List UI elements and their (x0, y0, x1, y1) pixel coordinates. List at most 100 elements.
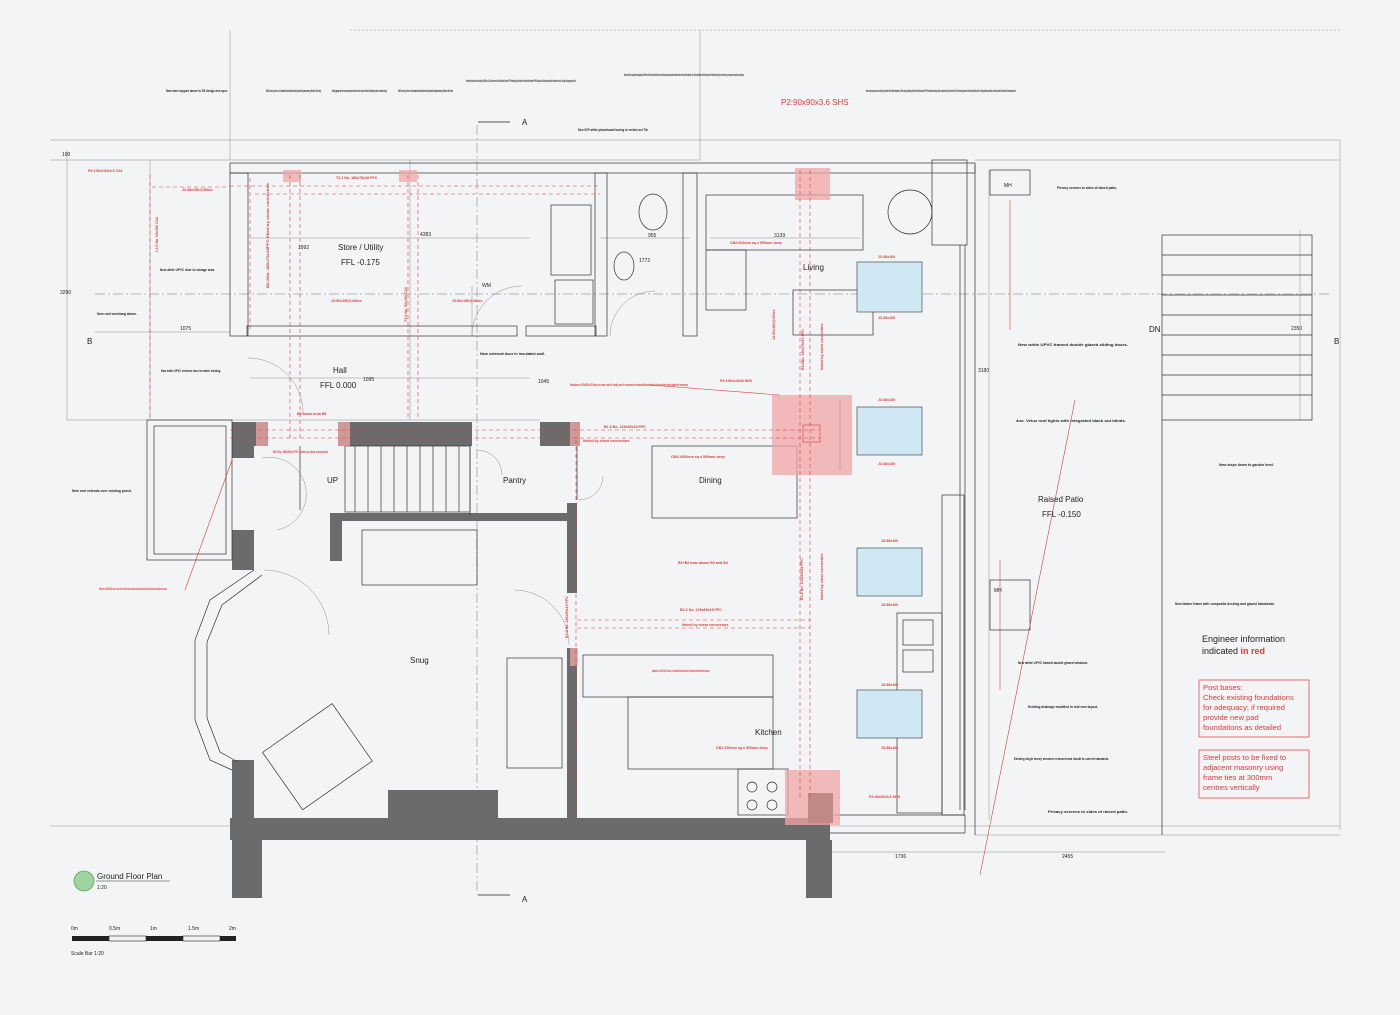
legend-heading-line2: indicated in red (1202, 646, 1265, 656)
room-label-snug: Snug (410, 656, 429, 665)
annotation: Privacy screens to sides of raised patio… (1057, 186, 1117, 190)
engineer-note-post-p2: P2:90x90x3.6 SHS (781, 98, 849, 107)
drawing-title: Ground Floor Plan (97, 872, 162, 881)
section-marker-a-top: A (522, 118, 528, 127)
annotation: 4no. Velux roof lights with integrated b… (1016, 419, 1126, 423)
engineer-note: B1:2 No. 125x65x15 PFC (604, 425, 646, 429)
dimension-label: 1992 (298, 245, 309, 251)
engineer-note: Padstones 100x250x225 deep on each leaf … (99, 587, 167, 591)
engineer-note: B4:2No. 180x75x10 PFC (801, 329, 805, 370)
annotation: New steel support above to SE design and… (166, 89, 228, 93)
annotation: Privacy screens to sides of raised patio… (1048, 810, 1128, 814)
section-marker-b-right: B (1334, 337, 1339, 346)
annotation: New white UPVC entrance door to match ex… (161, 369, 221, 373)
annotation: New cavity masonry wall consisting of an… (866, 89, 1016, 93)
legend-note-line: frame ties at 300mm (1203, 773, 1272, 782)
section-marker-a-bottom: A (522, 895, 528, 904)
legend-note-line: for adequacy; if required (1203, 703, 1285, 712)
engineer-note: linked by shear connectors (682, 623, 729, 627)
legend-note-line: adjacent masonry using (1203, 763, 1283, 772)
annotation: New white UPVC framed double glazed wind… (1018, 661, 1088, 665)
engineer-note: Padstones 100x250x225 deep on each leaf … (570, 383, 688, 387)
scale-tick: 0m (71, 926, 78, 932)
dimension-label: 1772 (639, 258, 650, 264)
dimension-label: 955 (648, 233, 657, 239)
legend-note-line: Check existing foundations (1203, 693, 1294, 702)
annotation: New external door in insulated wall. (480, 352, 545, 356)
scale-tick: 0.5m (109, 926, 120, 932)
annotation: Existing garage structure removed and re… (332, 89, 387, 93)
annotation: New SVP within plasterboard boxing to ve… (578, 128, 648, 132)
annotations: New steel support above to SE design and… (72, 73, 1275, 814)
engineer-note: linked by shear connectors (820, 553, 824, 600)
dimension-label: 3139 (774, 233, 785, 239)
engineer-note: T3:2 No. 50x150 C24 (404, 287, 408, 322)
dimension-label: 1045 (538, 379, 549, 385)
door-swings (247, 285, 656, 646)
wm-label: WM (482, 283, 491, 289)
scale-tick: 2m (229, 926, 236, 932)
engineer-note: B2:2 No. 125x65x15 PFC (680, 608, 722, 612)
annotation: New timber frame with composite decking … (1175, 602, 1275, 606)
engineer-legend: Engineer information indicated in red Po… (1198, 634, 1310, 799)
annotation: 300x220 masonry column in solid standard… (266, 89, 321, 93)
dimension-label: 1095 (363, 377, 374, 383)
section-lines (95, 121, 1330, 896)
dimension-label: 4383 (420, 232, 431, 238)
room-label-store: Store / Utility (338, 243, 383, 252)
context-lines (50, 29, 1341, 836)
dimension-labels: 190 3290 1075 1992 4383 955 1772 3139 10… (60, 152, 1302, 860)
engineer-note: P2:90x90x3.6 SHS (869, 795, 901, 799)
scale-bar-label: Scale Bar 1:20 (71, 951, 104, 957)
room-label-up: UP (327, 476, 338, 485)
annotation: New internal timber stud partitions comp… (624, 73, 744, 77)
annotation: New white UPVC framed double glazed slid… (1018, 343, 1128, 347)
dimension-label: 1075 (180, 326, 191, 332)
annotation: New insulated timber frame wall consisti… (466, 79, 576, 83)
drawing-title-block: Ground Floor Plan 1:20 (73, 870, 170, 892)
engineer-note: J3:38x100 (881, 683, 898, 687)
engineer-note: J3:38x100 (881, 539, 898, 543)
room-labels: Store / Utility FFL -0.175 Hall FFL 0.00… (320, 183, 1161, 737)
engineer-structure (149, 168, 1076, 876)
title-marker-icon (73, 870, 95, 892)
annotation: Existing single storey structure removed… (1014, 757, 1109, 761)
legend-note-line: Post bases: (1203, 683, 1243, 692)
engineer-note: J3:38x100 (878, 462, 895, 466)
dimension-label: 2350 (1291, 326, 1302, 332)
engineer-note: J3:38x100 (881, 603, 898, 607)
scale-tick: 1.5m (188, 926, 199, 932)
engineer-note: J3:38x100 (878, 398, 895, 402)
engineer-note: B5 bears onto B6 (297, 412, 327, 416)
engineer-note: T2:1 No. 180x75x18 PFC (336, 176, 378, 180)
annotation: New roof extends over existing porch. (72, 489, 132, 493)
room-ffl-hall: FFL 0.000 (320, 381, 357, 390)
engineer-note: B6:2 No. 180x50x10 PFC linked by shear c… (273, 450, 328, 454)
engineer-note: B3:2 No. 230x90x32 PFC (800, 558, 804, 600)
annotation: 300x220 masonry column in solid standard… (398, 89, 453, 93)
engineer-note: CB1:700mm sq x 500mm deep (716, 746, 769, 750)
annotation: New roof overhang above. (97, 312, 137, 316)
engineer-note: linked by shear connectors (583, 439, 630, 443)
thin-walls (146, 159, 1313, 835)
dimension-label: 3290 (60, 290, 71, 296)
legend-highlight: in red (1241, 646, 1266, 656)
room-ffl-store: FFL -0.175 (341, 258, 380, 267)
engineer-note: J3:38x150@400cc (182, 188, 213, 192)
manhole-label: MH (1004, 183, 1012, 189)
engineer-note: J3:50x150@400cc (331, 299, 362, 303)
engineer-note: J3:50x150@400cc (452, 299, 483, 303)
dimension-label: 1736 (895, 854, 906, 860)
room-label-dining: Dining (699, 476, 722, 485)
engineer-note: CB2:600mm sq x 500mm deep (730, 241, 783, 245)
dimension-label: 2455 (1062, 854, 1073, 860)
engineer-notes: P4:100x100x3.6 C24 J3:38x150@400cc T2:1 … (88, 98, 901, 799)
room-label-dn: DN (1149, 325, 1161, 334)
annotation: Existing drainage modified to suit new l… (1028, 705, 1098, 709)
annotation: New white UPVC door to storage area. (160, 268, 215, 272)
dimension-label: 190 (62, 152, 71, 158)
engineer-note: J3:38x100 (878, 316, 895, 320)
engineer-note: P3:140x140x8 SHS (720, 379, 753, 383)
legend-heading: Engineer information (1202, 634, 1285, 644)
